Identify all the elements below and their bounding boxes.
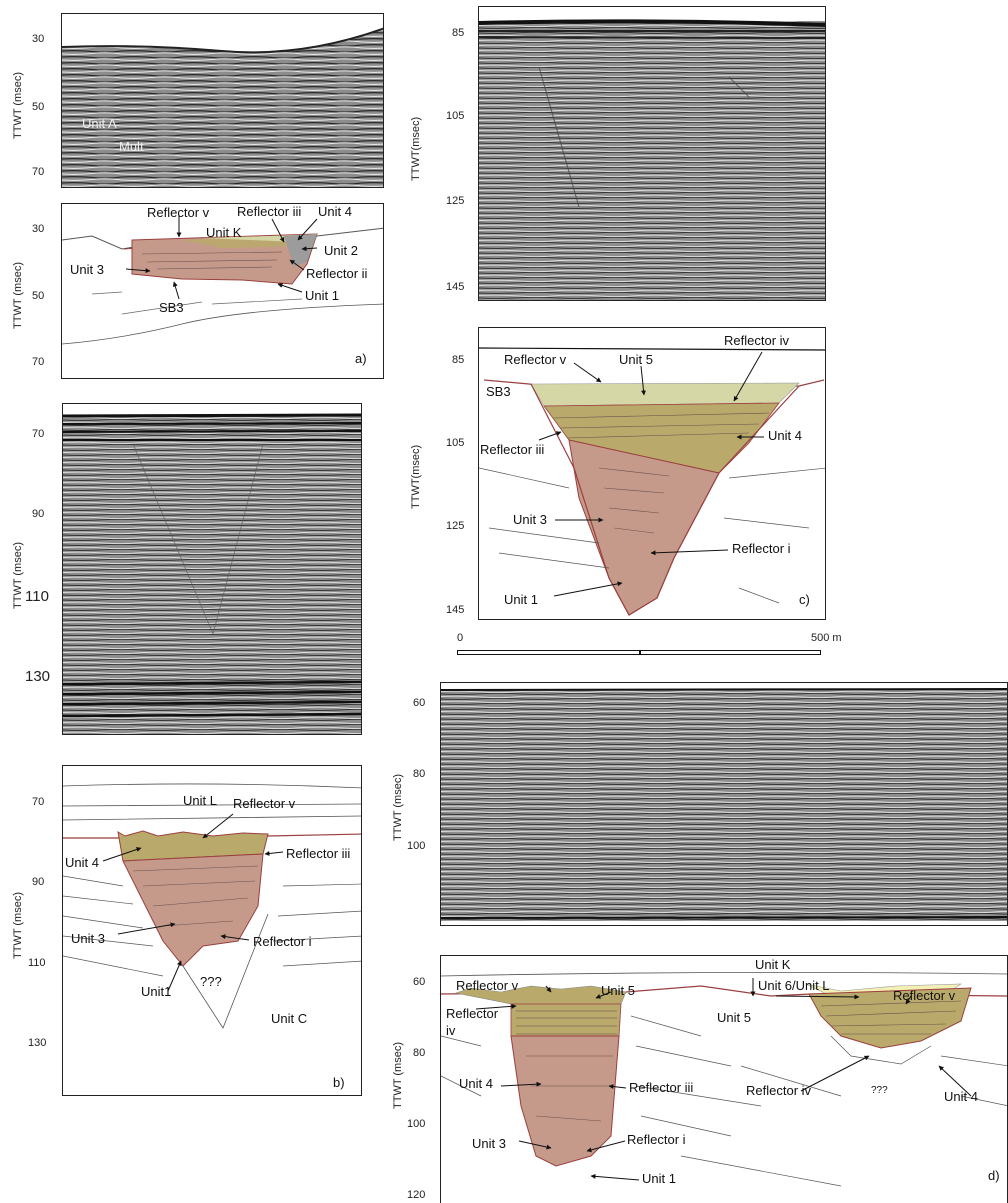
tick-b-seis-90: 90 [32,508,45,520]
tick-d-int-120: 120 [407,1189,426,1201]
a-label-reflector-v: Reflector v [147,205,210,220]
a-label-unit-1: Unit 1 [305,288,339,303]
ylabel-b-seismic: TTWT (msec) [12,541,24,609]
tick-b-seis-70: 70 [32,428,45,440]
c-label-unit-4: Unit 4 [768,428,802,443]
b-label-reflector-i: Reflector i [253,934,312,949]
b-label-unit-l: Unit L [183,793,217,808]
d-label-reflector-iii: Reflector iii [629,1080,694,1095]
a-label-unit-4: Unit 4 [318,204,352,219]
a-label-unit-k: Unit K [206,225,242,240]
scale-bar [457,650,821,655]
tick-a-int-70: 70 [32,356,45,368]
tick-b-int-130: 130 [28,1037,47,1049]
panel-label-c: c) [799,592,810,607]
ylabel-c-interp: TTWT(msec) [410,444,422,509]
tick-a-int-50: 50 [32,290,45,302]
tick-c-seis-105: 105 [446,110,465,122]
seismic-profile-c [478,6,826,301]
panel-label-a: a) [355,351,367,366]
panel-label-d: d) [988,1168,1000,1183]
d-label-unit-3: Unit 3 [472,1136,506,1151]
interpretation-panel-b: Unit L Reflector v Unit 4 Reflector iii … [62,765,362,1096]
tick-a-seis-70: 70 [32,166,45,178]
ylabel-a-seismic: TTWT (msec) [12,71,24,139]
d-label-unit-5-left: Unit 5 [601,983,635,998]
c-label-unit-1: Unit 1 [504,592,538,607]
tick-c-seis-85: 85 [452,27,465,39]
b-label-reflector-iii: Reflector iii [286,846,351,861]
a-label-unit-2: Unit 2 [324,243,358,258]
c-label-reflector-i: Reflector i [732,541,791,556]
ylabel-a-interp: TTWT (msec) [12,261,24,329]
a-label-reflector-ii: Reflector ii [306,266,368,281]
c-label-unit-3: Unit 3 [513,512,547,527]
c-label-reflector-iii: Reflector iii [480,442,545,457]
interpretation-panel-a: Reflector v Reflector iii Unit 4 Unit K … [61,203,384,379]
a-label-sb3: SB3 [159,300,184,315]
c-label-sb3: SB3 [486,384,511,399]
scale-start: 0 [457,632,464,644]
tick-d-seis-100: 100 [407,840,426,852]
tick-c-int-125: 125 [446,520,465,532]
seismic-profile-b [62,403,362,735]
tick-c-seis-145: 145 [446,281,465,293]
interpretation-panel-d: Unit K Reflector v Unit 5 Unit 6/Unit L … [440,955,1008,1203]
a-label-unit-3: Unit 3 [70,262,104,277]
tick-d-int-100: 100 [407,1118,426,1130]
ylabel-d-seismic: TTWT (msec) [392,773,404,841]
b-label-unit-4: Unit 4 [65,855,99,870]
a-label-reflector-iii: Reflector iii [237,204,302,219]
c-label-reflector-v: Reflector v [504,352,567,367]
tick-c-int-145: 145 [446,604,465,616]
d-label-unknown: ??? [871,1085,888,1096]
tick-a-seis-30: 30 [32,33,45,45]
d-label-reflector-i: Reflector i [627,1132,686,1147]
tick-c-int-105: 105 [446,437,465,449]
seis-label-unit-a: Unit A [82,116,117,131]
b-label-unit-3: Unit 3 [71,931,105,946]
d-label-reflector-iv-left-iv: iv [446,1023,456,1038]
b-label-reflector-v: Reflector v [233,796,296,811]
seismic-profile-d [440,682,1008,926]
d-label-unit-4-right: Unit 4 [944,1089,978,1104]
tick-a-int-30: 30 [32,223,45,235]
seis-label-mult: Mult [119,139,144,154]
tick-b-seis-110: 110 [25,588,49,605]
d-label-reflector-iv-left: Reflector [446,1006,499,1021]
c-label-reflector-iv: Reflector iv [724,333,790,348]
b-label-unit-c: Unit C [271,1011,308,1026]
ylabel-d-interp: TTWT (msec) [392,1041,404,1109]
b-label-unknown: ??? [200,974,222,989]
d-label-unit-5-right: Unit 5 [717,1010,751,1025]
panel-label-b: b) [333,1075,345,1090]
d-label-unit-1: Unit 1 [642,1171,676,1186]
ylabel-b-interp: TTWT (msec) [12,891,24,959]
tick-b-int-90: 90 [32,876,45,888]
tick-d-int-60: 60 [413,976,426,988]
tick-c-int-85: 85 [452,354,465,366]
tick-d-seis-60: 60 [413,697,426,709]
d-label-unit-6-unit-l: Unit 6/Unit L [758,978,830,993]
d-label-reflector-v-right: Reflector v [893,988,956,1003]
d-label-reflector-v-left: Reflector v [456,978,519,993]
seismic-profile-a: Unit A Mult [61,13,384,188]
tick-d-int-80: 80 [413,1047,426,1059]
tick-d-seis-80: 80 [413,768,426,780]
tick-a-seis-50: 50 [32,101,45,113]
ylabel-c-seismic: TTWT(msec) [410,116,422,181]
tick-b-seis-130: 130 [25,668,51,685]
tick-b-int-110: 110 [28,957,46,969]
tick-c-seis-125: 125 [446,195,465,207]
c-label-unit-5: Unit 5 [619,352,653,367]
d-label-reflector-iv-right: Reflector iv [746,1083,812,1098]
interpretation-panel-c: Reflector iv Reflector v Unit 5 SB3 Unit… [478,327,826,620]
tick-b-int-70: 70 [32,796,45,808]
scale-end: 500 m [811,632,842,644]
d-label-unit-4-left: Unit 4 [459,1076,493,1091]
b-label-unit1: Unit1 [141,984,172,999]
d-label-unit-k: Unit K [755,957,791,972]
